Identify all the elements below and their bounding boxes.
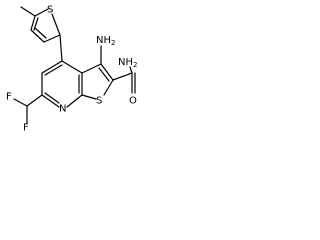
bond [81, 63, 102, 74]
bond [129, 66, 133, 74]
carbonyl-oxygen-label: O [129, 96, 137, 107]
bond [59, 34, 63, 62]
bond [98, 67, 110, 82]
bond [81, 94, 97, 100]
bond [26, 94, 43, 107]
atom-labels: S NH2 NH2 O S N F F [6, 5, 137, 134]
bond [61, 60, 83, 74]
bond [13, 98, 28, 107]
bond [34, 27, 47, 39]
fluorine-top-label: F [6, 92, 12, 103]
bond [51, 13, 61, 36]
bonds [13, 6, 136, 124]
bond [30, 29, 45, 43]
bond [112, 72, 133, 81]
fluorine-bottom-label: F [23, 123, 29, 134]
bond [44, 64, 63, 76]
amide-nitrogen-label: NH2 [118, 57, 137, 70]
bond [41, 60, 63, 74]
molecule-structure: S NH2 NH2 O S N F F [6, 5, 137, 134]
ring-nitrogen-label: N [59, 104, 66, 115]
sulfur-atom-label: S [47, 5, 53, 16]
bond [103, 79, 114, 96]
bond [30, 15, 36, 31]
amide-nh-text: NH [118, 57, 133, 68]
bond [43, 34, 61, 43]
amino-subscript: 2 [111, 39, 115, 47]
bond [66, 94, 83, 108]
amino-group-label: NH2 [96, 35, 115, 48]
bond [100, 63, 114, 81]
bond [41, 94, 60, 108]
bond [44, 92, 60, 104]
amide-subscript: 2 [133, 61, 137, 69]
ring-sulfur-label: S [96, 96, 102, 107]
bond [20, 6, 36, 17]
bond [34, 8, 49, 17]
amino-nh-text: NH [96, 35, 111, 46]
bond [33, 17, 39, 31]
